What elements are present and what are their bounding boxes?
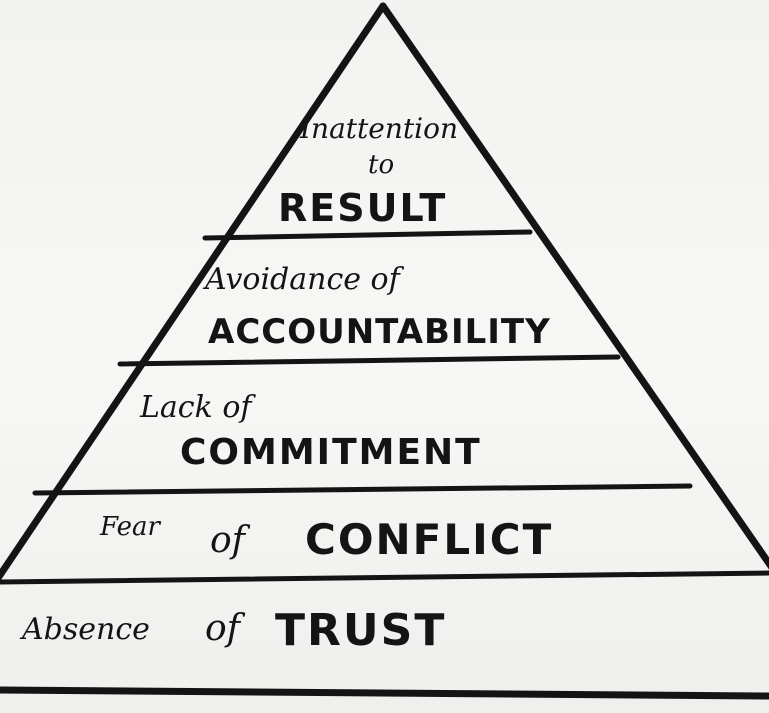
level-2-keyword: ACCOUNTABILITY [208,312,551,352]
base-line [0,686,769,700]
divider-line-1 [202,229,533,241]
pyramid-right-edge [379,2,769,570]
level-1-keyword: RESULT [278,186,448,230]
divider-line-3 [32,483,693,496]
level-5-prefix: Absence [22,612,150,647]
level-4-prefix: Fear [100,512,160,542]
level-2-prefix: Avoidance of [205,262,400,297]
pyramid-left-edge [0,2,387,582]
level-4-connector: of [210,520,245,561]
divider-line-4 [0,570,769,585]
level-3-keyword: COMMITMENT [180,432,482,473]
level-1-prefix: Inattention [300,112,458,145]
level-5-keyword: TRUST [275,605,447,656]
level-5-connector: of [205,608,240,649]
level-4-keyword: CONFLICT [305,515,554,564]
level-3-prefix: Lack of [140,390,252,425]
divider-line-2 [117,354,621,367]
level-1-connector: to [368,150,395,180]
